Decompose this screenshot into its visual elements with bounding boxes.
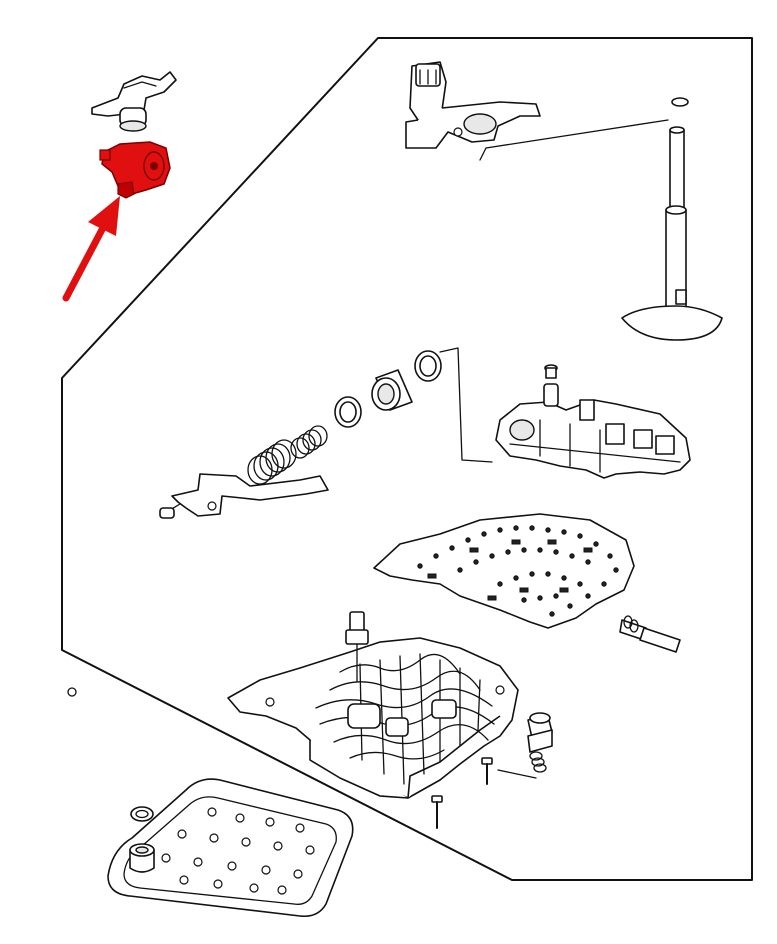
solenoid-port [150,162,158,170]
separator-plate [373,513,635,629]
manual-shaft-assembly [621,97,723,341]
spring-small [290,425,328,459]
solenoid-assembly[interactable] [99,141,171,199]
bolt-2 [431,795,443,829]
pressure-fitting [619,615,681,653]
oil-filter [107,778,354,918]
seal-ring-2 [334,396,362,428]
upper-valve-body [495,364,691,479]
filter-post [345,611,369,683]
solenoid-tab [99,149,111,161]
accumulator-plug [497,712,553,779]
bolt-1 [481,757,493,785]
indicator-arrow [62,196,120,302]
seal-ring-1 [414,350,442,382]
detent-lever [159,473,329,519]
valve-spool-assembly [159,347,493,519]
check-ball [67,687,77,697]
lower-valve-body [227,611,519,799]
valve-sleeve [371,369,413,411]
sensor-bracket-small [91,71,177,132]
spring-large [247,439,297,485]
assembly-boundary [61,37,753,881]
solenoid-connector [117,181,135,199]
filter-neck [129,806,155,873]
position-sensor-assembly [405,61,669,161]
